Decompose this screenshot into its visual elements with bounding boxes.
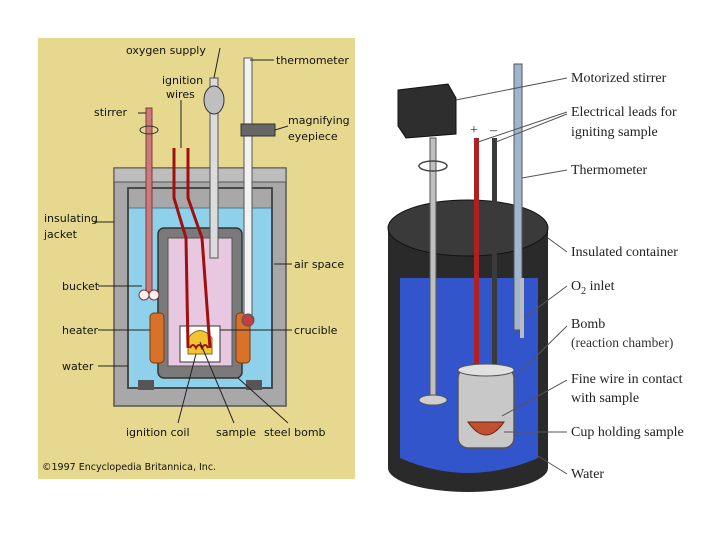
plus-sign: +: [470, 123, 478, 138]
label-insulating-2: jacket: [43, 228, 78, 241]
motorized-stirrer-shape: [397, 83, 457, 139]
thermometer-bulb: [241, 313, 255, 327]
oxygen-valve: [203, 85, 225, 115]
label-ignition-wires-2: wires: [166, 88, 195, 101]
label-thermometer: thermometer: [276, 54, 349, 67]
ignition-wire-left: [172, 148, 190, 349]
label-o2-inlet: O2 inlet: [571, 279, 615, 297]
bomb-shape: [457, 367, 515, 449]
label-magnifying-2: eyepiece: [288, 130, 338, 143]
thermometer-shape: [513, 63, 523, 331]
label-water: Water: [571, 467, 604, 482]
cup-holding-sample-shape: [467, 421, 505, 436]
label-heater: heater: [62, 324, 99, 337]
label-water: water: [62, 360, 94, 373]
left-calorimeter-diagram: oxygen supply ignition wires stirrer the…: [38, 38, 355, 479]
label-ignition-wires-1: ignition: [162, 74, 203, 87]
label-motorized-stirrer: Motorized stirrer: [571, 71, 667, 86]
label-sample: sample: [216, 426, 256, 439]
label-thermometer: Thermometer: [571, 163, 648, 178]
stirrer-blade-left: [138, 289, 150, 301]
label-air-space: air space: [294, 258, 344, 271]
label-crucible: crucible: [294, 324, 338, 337]
label-stirrer: stirrer: [94, 106, 127, 119]
magnifying-eyepiece-shape: [240, 123, 276, 137]
label-fine-wire-2: with sample: [571, 391, 639, 406]
label-cup-holding-sample: Cup holding sample: [571, 425, 684, 440]
label-steel-bomb: steel bomb: [264, 426, 326, 439]
label-electrical-leads-1: Electrical leads for: [571, 105, 677, 120]
stirrer-blade: [418, 394, 448, 406]
left-diagram-svg: oxygen supply ignition wires stirrer the…: [42, 44, 350, 473]
right-leader-lines: [455, 77, 568, 475]
bucket-foot-right: [246, 380, 262, 390]
right-calorimeter-diagram: + – Motorized stirrer Electrical leads f…: [362, 38, 700, 508]
ignition-wire-right: [186, 148, 212, 349]
label-ignition-coil: ignition coil: [126, 426, 190, 439]
copyright-text: ©1997 Encyclopedia Britannica, Inc.: [42, 462, 216, 473]
right-diagram-svg: + – Motorized stirrer Electrical leads f…: [387, 63, 684, 492]
ignition-coil-shape: [189, 344, 209, 351]
label-magnifying-1: magnifying: [288, 114, 350, 127]
bucket-shape: [127, 187, 273, 389]
o2-inlet-pipe: [520, 278, 524, 338]
stirrer-shaft: [429, 137, 437, 397]
label-o2-rest: inlet: [586, 279, 614, 294]
label-fine-wire-1: Fine wire in contact: [571, 372, 683, 387]
lead-negative: [492, 138, 497, 368]
heater-left: [149, 312, 165, 364]
thermometer-shape: [243, 57, 253, 317]
label-oxygen-supply: oxygen supply: [126, 44, 206, 57]
label-o2-main: O: [571, 279, 581, 294]
container-lid: [387, 199, 549, 257]
label-bucket: bucket: [62, 280, 100, 293]
rotation-arrow: [418, 160, 448, 172]
label-bomb: Bomb: [571, 317, 605, 332]
left-leader-lines: [94, 47, 292, 424]
label-insulated-container: Insulated container: [571, 245, 678, 260]
stirrer-blade-right: [148, 289, 160, 301]
bomb-lid: [457, 363, 515, 377]
stirrer-rotation-arrow: [139, 125, 159, 135]
label-electrical-leads-2: igniting sample: [571, 125, 658, 140]
label-insulating-1: insulating: [44, 212, 98, 225]
lead-positive: [474, 138, 479, 370]
label-reaction-chamber: (reaction chamber): [571, 335, 673, 350]
label-o2-subscript: 2: [581, 286, 586, 297]
minus-sign: –: [489, 123, 498, 138]
bucket-foot-left: [138, 380, 154, 390]
stirrer-rod: [145, 107, 153, 293]
jacket-lid: [113, 167, 287, 183]
